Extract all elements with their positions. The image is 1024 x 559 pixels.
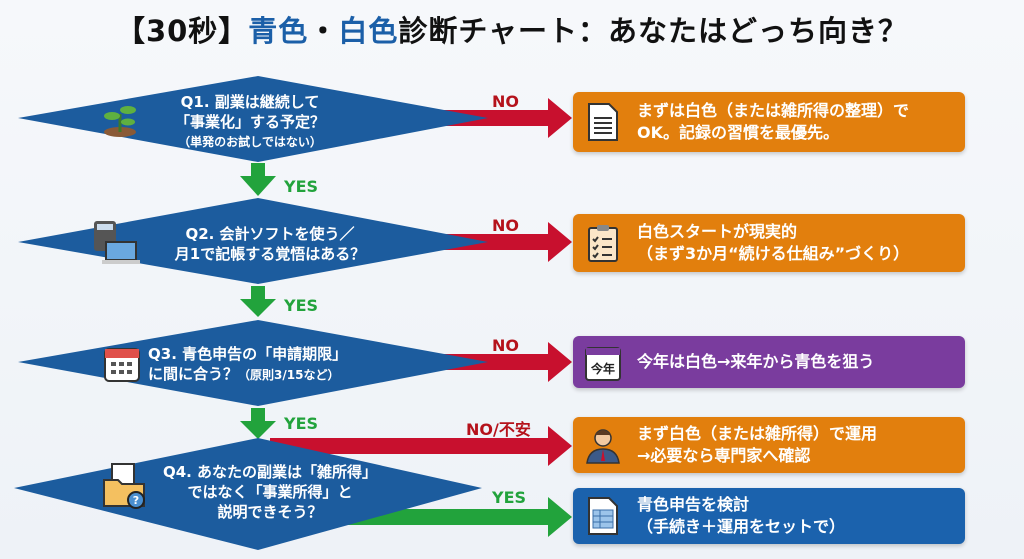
q1-line1: Q1. 副業は継続して [180, 93, 320, 111]
diamond-q3 [18, 320, 488, 406]
q4-line2: ではなく「事業所得」と [187, 483, 353, 501]
yes-arrow-1 [240, 163, 276, 196]
calendar-icon [104, 348, 140, 382]
result-1-line1: まずは白色（または雑所得の整理）で [637, 101, 910, 120]
no-label-2: NO [492, 216, 519, 235]
advisor-icon [586, 429, 620, 464]
no-label-1: NO [492, 92, 519, 111]
sprout-icon [104, 106, 136, 137]
question-q4: Q4. あなたの副業は「雑所得」ではなく「事業所得」と説明できそう？ [140, 462, 400, 522]
q4-line1: Q4. あなたの副業は「雑所得」 [162, 463, 378, 481]
result-box-2: 白色スタートが現実的 （まず3か月“続ける仕組み”づくり） [573, 214, 965, 272]
no-arrow-3 [440, 354, 550, 370]
result-2-line2: （まず3か月“続ける仕組み”づくり） [637, 244, 910, 263]
result-4-line1: まず白色（または雑所得）で運用 [637, 424, 878, 443]
q2-line2: 月1で記帳する覚悟はある？ [174, 245, 366, 263]
title-blue: 青色 [248, 14, 309, 48]
result-box-3: 今年 今年は白色→来年から青色を狙う [573, 336, 965, 388]
title-white: 白色 [338, 14, 399, 48]
page-title: 【30秒】青色・白色診断チャート：あなたはどっち向き？ [0, 8, 1024, 50]
q1-note: （単発のお試しではない） [178, 135, 322, 149]
result-box-4: まず白色（または雑所得）で運用 →必要なら専門家へ確認 [573, 417, 965, 473]
q3-line1: Q3. 青色申告の「申請期限」 [148, 345, 348, 363]
svg-text:?: ? [133, 494, 139, 507]
yes-arrow-2 [240, 286, 276, 317]
title-dot: ・ [308, 14, 339, 48]
question-q2: Q2. 会計ソフトを使う／ 月1で記帳する覚悟はある？ [140, 224, 400, 264]
no-arrow-2 [440, 234, 550, 250]
q1-line2: 「事業化」する予定？ [174, 113, 325, 131]
result-5-line1: 青色申告を検討 [637, 495, 750, 514]
result-box-5: 青色申告を検討 （手続き＋運用をセットで） [573, 488, 965, 544]
checklist-icon [588, 225, 618, 262]
title-suffix: 診断チャート：あなたはどっち向き？ [398, 14, 909, 48]
result-3-line1: 今年は白色→来年から青色を狙う [637, 352, 875, 371]
yes-arrow-3 [240, 408, 276, 439]
tax-form-icon [588, 497, 618, 535]
q4-line3: 説明できそう？ [217, 503, 323, 521]
q3-line2: に間に合う？ [148, 365, 239, 383]
folder-question-icon: ? [103, 463, 145, 509]
no-label-3: NO [492, 336, 519, 355]
title-prefix: 【30秒】 [115, 14, 249, 48]
result-1-line2: OK。記録の習慣を最優先。 [637, 123, 840, 142]
no-arrow-4 [270, 438, 550, 454]
result-5-line2: （手続き＋運用をセットで） [637, 517, 846, 536]
svg-text:今年: 今年 [590, 361, 615, 376]
no-unsure-label: NO/不安 [466, 420, 531, 439]
document-icon [588, 103, 618, 141]
yes-label-3: YES [284, 414, 319, 433]
no-arrow-1 [440, 110, 550, 126]
calendar-this-year-icon: 今年 [585, 347, 621, 381]
question-q1: Q1. 副業は継続して「事業化」する予定？ （単発のお試しではない） [120, 92, 380, 152]
yes-label-1: YES [284, 177, 319, 196]
diamond-q1 [18, 76, 488, 162]
result-2-line1: 白色スタートが現実的 [637, 222, 798, 241]
result-4-line2: →必要なら専門家へ確認 [637, 446, 811, 465]
yes-label-2: YES [284, 296, 319, 315]
calculator-laptop-icon [94, 221, 140, 264]
q2-line1: Q2. 会計ソフトを使う／ [185, 225, 355, 243]
yes-label-4: YES [492, 488, 527, 507]
result-box-1: まずは白色（または雑所得の整理）で OK。記録の習慣を最優先。 [573, 92, 965, 152]
question-q3: Q3. 青色申告の「申請期限」に間に合う？（原則3/15など） [148, 344, 408, 385]
q3-note: （原則3/15など） [238, 368, 340, 382]
